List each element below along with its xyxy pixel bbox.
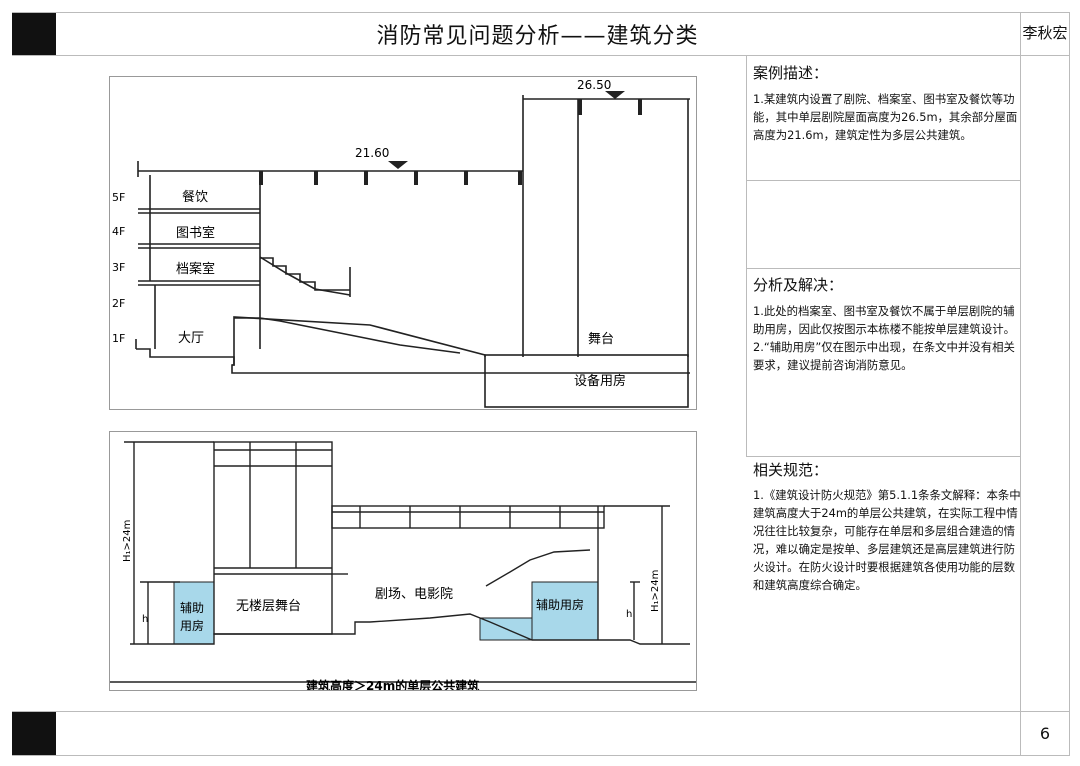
case-body: 1.某建筑内设置了剧院、档案室、图书室及餐饮等功能，其中单层剧院屋面高度为26.… xyxy=(753,92,1018,142)
codes-heading: 相关规范： xyxy=(753,461,829,479)
elevation-low: 21.60 xyxy=(355,146,389,160)
left-aux-line-2: 用房 xyxy=(180,618,204,633)
stage-label: 无楼层舞台 xyxy=(236,599,301,614)
frame-bottom-line xyxy=(12,755,1070,756)
case-heading: 案例描述： xyxy=(753,64,829,82)
diagram-2-svg: 辅助 用房 无楼层舞台 剧场、电影院 辅助用房 H₁>24m H₁>24m h … xyxy=(110,441,696,693)
author-column-line xyxy=(1020,12,1021,756)
analysis-body: 1.此处的档案室、图书室及餐饮不属于单层剧院的辅助用房，因此仅按图示本栋楼不能按… xyxy=(753,302,1023,374)
analysis-item-1: 1.此处的档案室、图书室及餐饮不属于单层剧院的辅助用房，因此仅按图示本栋楼不能按… xyxy=(753,304,1015,336)
room-stage: 舞台 xyxy=(588,332,614,347)
right-h-label: h xyxy=(626,609,632,620)
room-archive: 档案室 xyxy=(176,261,215,277)
floor-label-5f: 5F xyxy=(112,191,125,204)
floor-label-1f: 1F xyxy=(112,332,125,345)
section-diagram-2: 辅助 用房 无楼层舞台 剧场、电影院 辅助用房 H₁>24m H₁>24m h … xyxy=(109,431,697,693)
text-divider-2 xyxy=(746,268,1021,269)
room-equipment: 设备用房 xyxy=(574,373,626,389)
corner-block-top-left xyxy=(12,12,56,56)
left-h-label: h xyxy=(142,614,148,625)
analysis-heading: 分析及解决： xyxy=(753,276,844,294)
room-dining: 餐饮 xyxy=(182,189,208,205)
elevation-high: 26.50 xyxy=(577,78,611,92)
floor-label-4f: 4F xyxy=(112,225,125,238)
section-diagram-1: 26.50 21.60 5F 4F 3F 2F 1F 餐饮 图书室 档案室 大厅… xyxy=(109,76,697,410)
diagram-1-svg: 26.50 21.60 5F 4F 3F 2F 1F 餐饮 图书室 档案室 大厅… xyxy=(112,78,690,408)
frame-header-line xyxy=(12,55,1070,56)
page-number: 6 xyxy=(1039,724,1051,743)
frame-top-line xyxy=(12,12,1070,13)
codes-body: 1.《建筑设计防火规范》第5.1.1条条文解释：本条中建筑高度大于24m的单层公… xyxy=(753,488,1021,592)
room-library: 图书室 xyxy=(176,225,215,241)
text-divider-3 xyxy=(746,456,1021,457)
text-column-line xyxy=(746,55,747,457)
left-height-label: H₁>24m xyxy=(122,520,133,562)
floor-label-3f: 3F xyxy=(112,261,125,274)
right-aux-label: 辅助用房 xyxy=(536,597,584,612)
right-height-label: H₁>24m xyxy=(650,570,661,612)
frame-footer-line xyxy=(12,711,1070,712)
floor-label-2f: 2F xyxy=(112,297,125,310)
room-hall: 大厅 xyxy=(178,331,204,346)
diagram-2-caption: 建筑高度＞24m的单层公共建筑 xyxy=(305,678,479,690)
theater-label: 剧场、电影院 xyxy=(375,587,453,602)
text-divider-1 xyxy=(746,180,1021,181)
analysis-item-2: 2.“辅助用房”仅在图示中出现，在条文中并没有相关要求，建议提前咨询消防意见。 xyxy=(753,340,1015,372)
page-title: 消防常见问题分析——建筑分类 xyxy=(376,24,699,49)
author-name: 李秋宏 xyxy=(1022,24,1068,42)
frame-right-line xyxy=(1069,12,1070,756)
corner-block-bottom-left xyxy=(12,711,56,755)
left-aux-line-1: 辅助 xyxy=(180,601,204,615)
